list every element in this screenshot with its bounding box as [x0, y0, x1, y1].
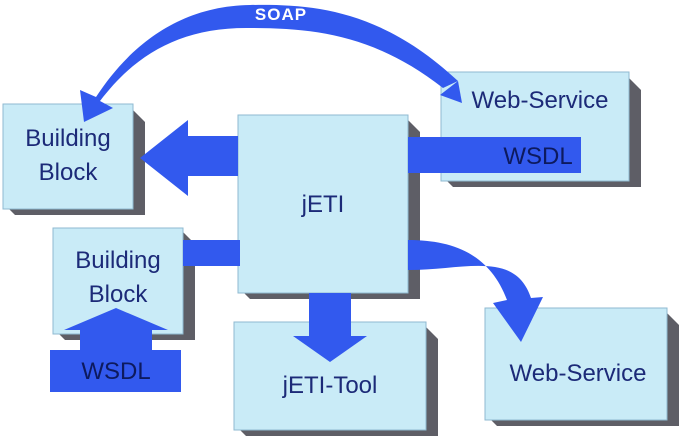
soap-arrow [80, 4, 458, 122]
wsdl-top-label: WSDL [503, 143, 572, 170]
wsdl-left-label: WSDL [81, 358, 150, 385]
building-block-1-box [2, 103, 134, 210]
soap-label: SOAP [255, 5, 307, 24]
building-block-2-label-line2: Block [89, 281, 149, 308]
arrows [50, 4, 581, 392]
building-block-2-label-line1: Building [75, 247, 160, 274]
wsdl-left-bar [50, 350, 181, 392]
web-service-top-label: Web-Service [472, 87, 609, 114]
arrow-to-building-block-1 [140, 120, 238, 196]
band-to-building-block-2 [183, 240, 240, 266]
building-block-1-label-line1: Building [25, 125, 110, 152]
jeti-label: jETI [301, 191, 345, 218]
arrow-to-jeti-tool [293, 293, 367, 362]
building-block-1-label-line2: Block [39, 159, 99, 186]
arrow-to-web-service-bottom [408, 240, 543, 342]
arrow-wsdl-to-building-block-2 [64, 308, 168, 352]
web-service-bottom-label: Web-Service [510, 360, 647, 387]
soap-arrow-head-right [440, 81, 462, 103]
band-to-web-service-top [408, 137, 581, 173]
jeti-tool-label: jETI-Tool [282, 372, 378, 399]
